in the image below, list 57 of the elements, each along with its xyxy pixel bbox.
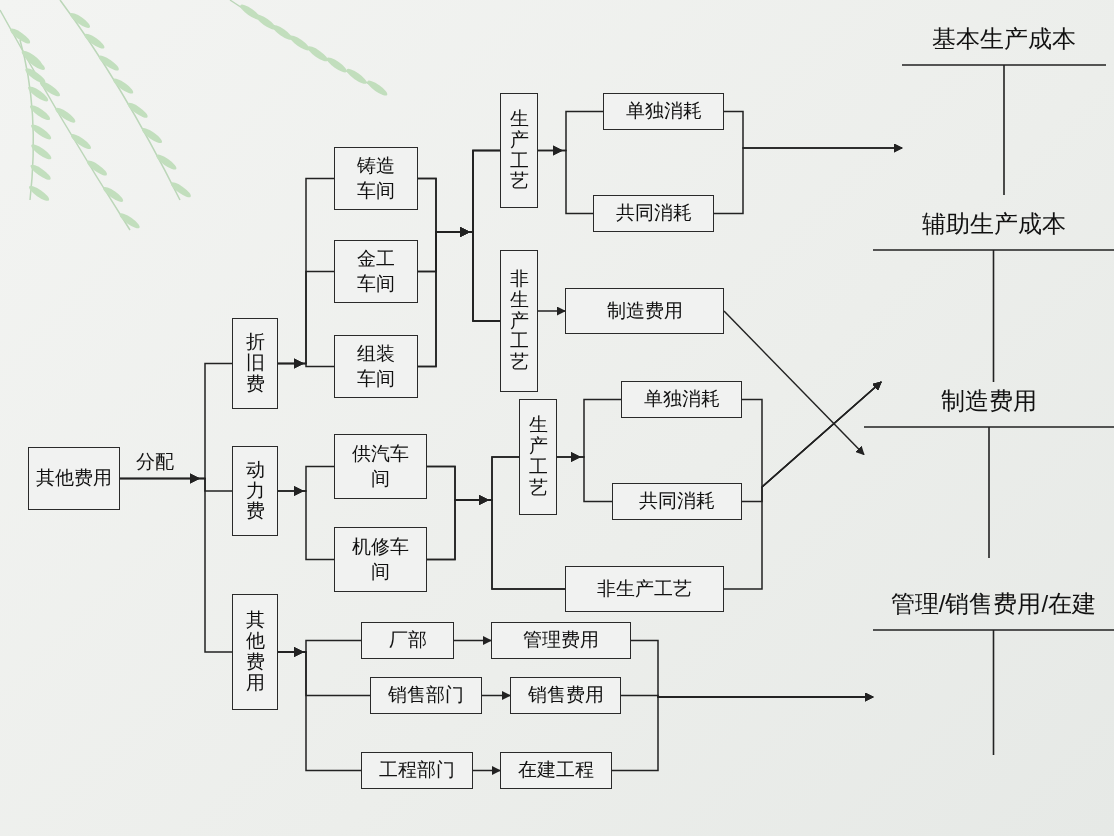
node-label: 其他费用 [36,466,112,491]
node-label: 单独消耗 [643,387,720,412]
process-box [621,381,742,418]
node-label: 管理费用 [523,628,599,653]
node-label: 销售部门 [388,683,464,708]
account-title: 制造费用 [941,387,1037,416]
process-box [361,622,454,659]
process-box [500,93,538,208]
process-box [232,594,278,710]
t-account [873,210,1114,382]
node-label: 折旧费 [245,332,265,395]
node-label: 其他费用 [245,610,265,694]
node-label: 共同消耗 [639,489,715,514]
process-box [500,250,538,392]
account-title: 辅助生产成本 [921,210,1066,239]
node-label: 非生产工艺 [597,576,692,601]
node-label: 铸造车间 [356,153,396,203]
process-box [232,446,278,536]
t-account [873,590,1114,755]
process-box [612,483,742,520]
node-label: 动力费 [245,459,265,523]
process-box [361,752,473,789]
t-account [902,25,1106,195]
node-label: 单独消耗 [625,99,702,124]
account-title: 管理/销售费用/在建 [890,590,1097,619]
node-label: 厂部 [388,628,427,653]
account-title: 基本生产成本 [932,25,1076,54]
process-box [565,566,724,612]
node-label: 机修车间 [351,534,410,584]
process-box [334,240,418,303]
node-label: 在建工程 [518,758,594,783]
process-box [334,434,427,499]
node-label: 非生产工艺 [509,268,529,374]
process-box [565,288,724,334]
process-box [334,335,418,398]
node-label: 销售费用 [527,683,604,708]
node-label: 生产工艺 [509,108,529,193]
node-label: 金工车间 [356,246,396,296]
node-label: 制造费用 [606,298,683,323]
node-label: 工程部门 [379,758,455,783]
process-box [232,318,278,409]
process-box [603,93,724,130]
process-box [491,622,631,659]
process-box [519,399,557,515]
process-box [593,195,714,232]
t-account [864,387,1114,558]
node-label: 共同消耗 [615,201,692,226]
node-label: 供汽车间 [351,441,410,491]
process-box [28,447,120,510]
process-box [510,677,621,714]
process-box [500,752,612,789]
node-label: 组装车间 [356,341,396,391]
edge-label: 分配 [134,451,176,471]
process-box [370,677,482,714]
process-box [334,147,418,210]
node-label: 生产工艺 [528,415,548,499]
process-box [334,527,427,592]
